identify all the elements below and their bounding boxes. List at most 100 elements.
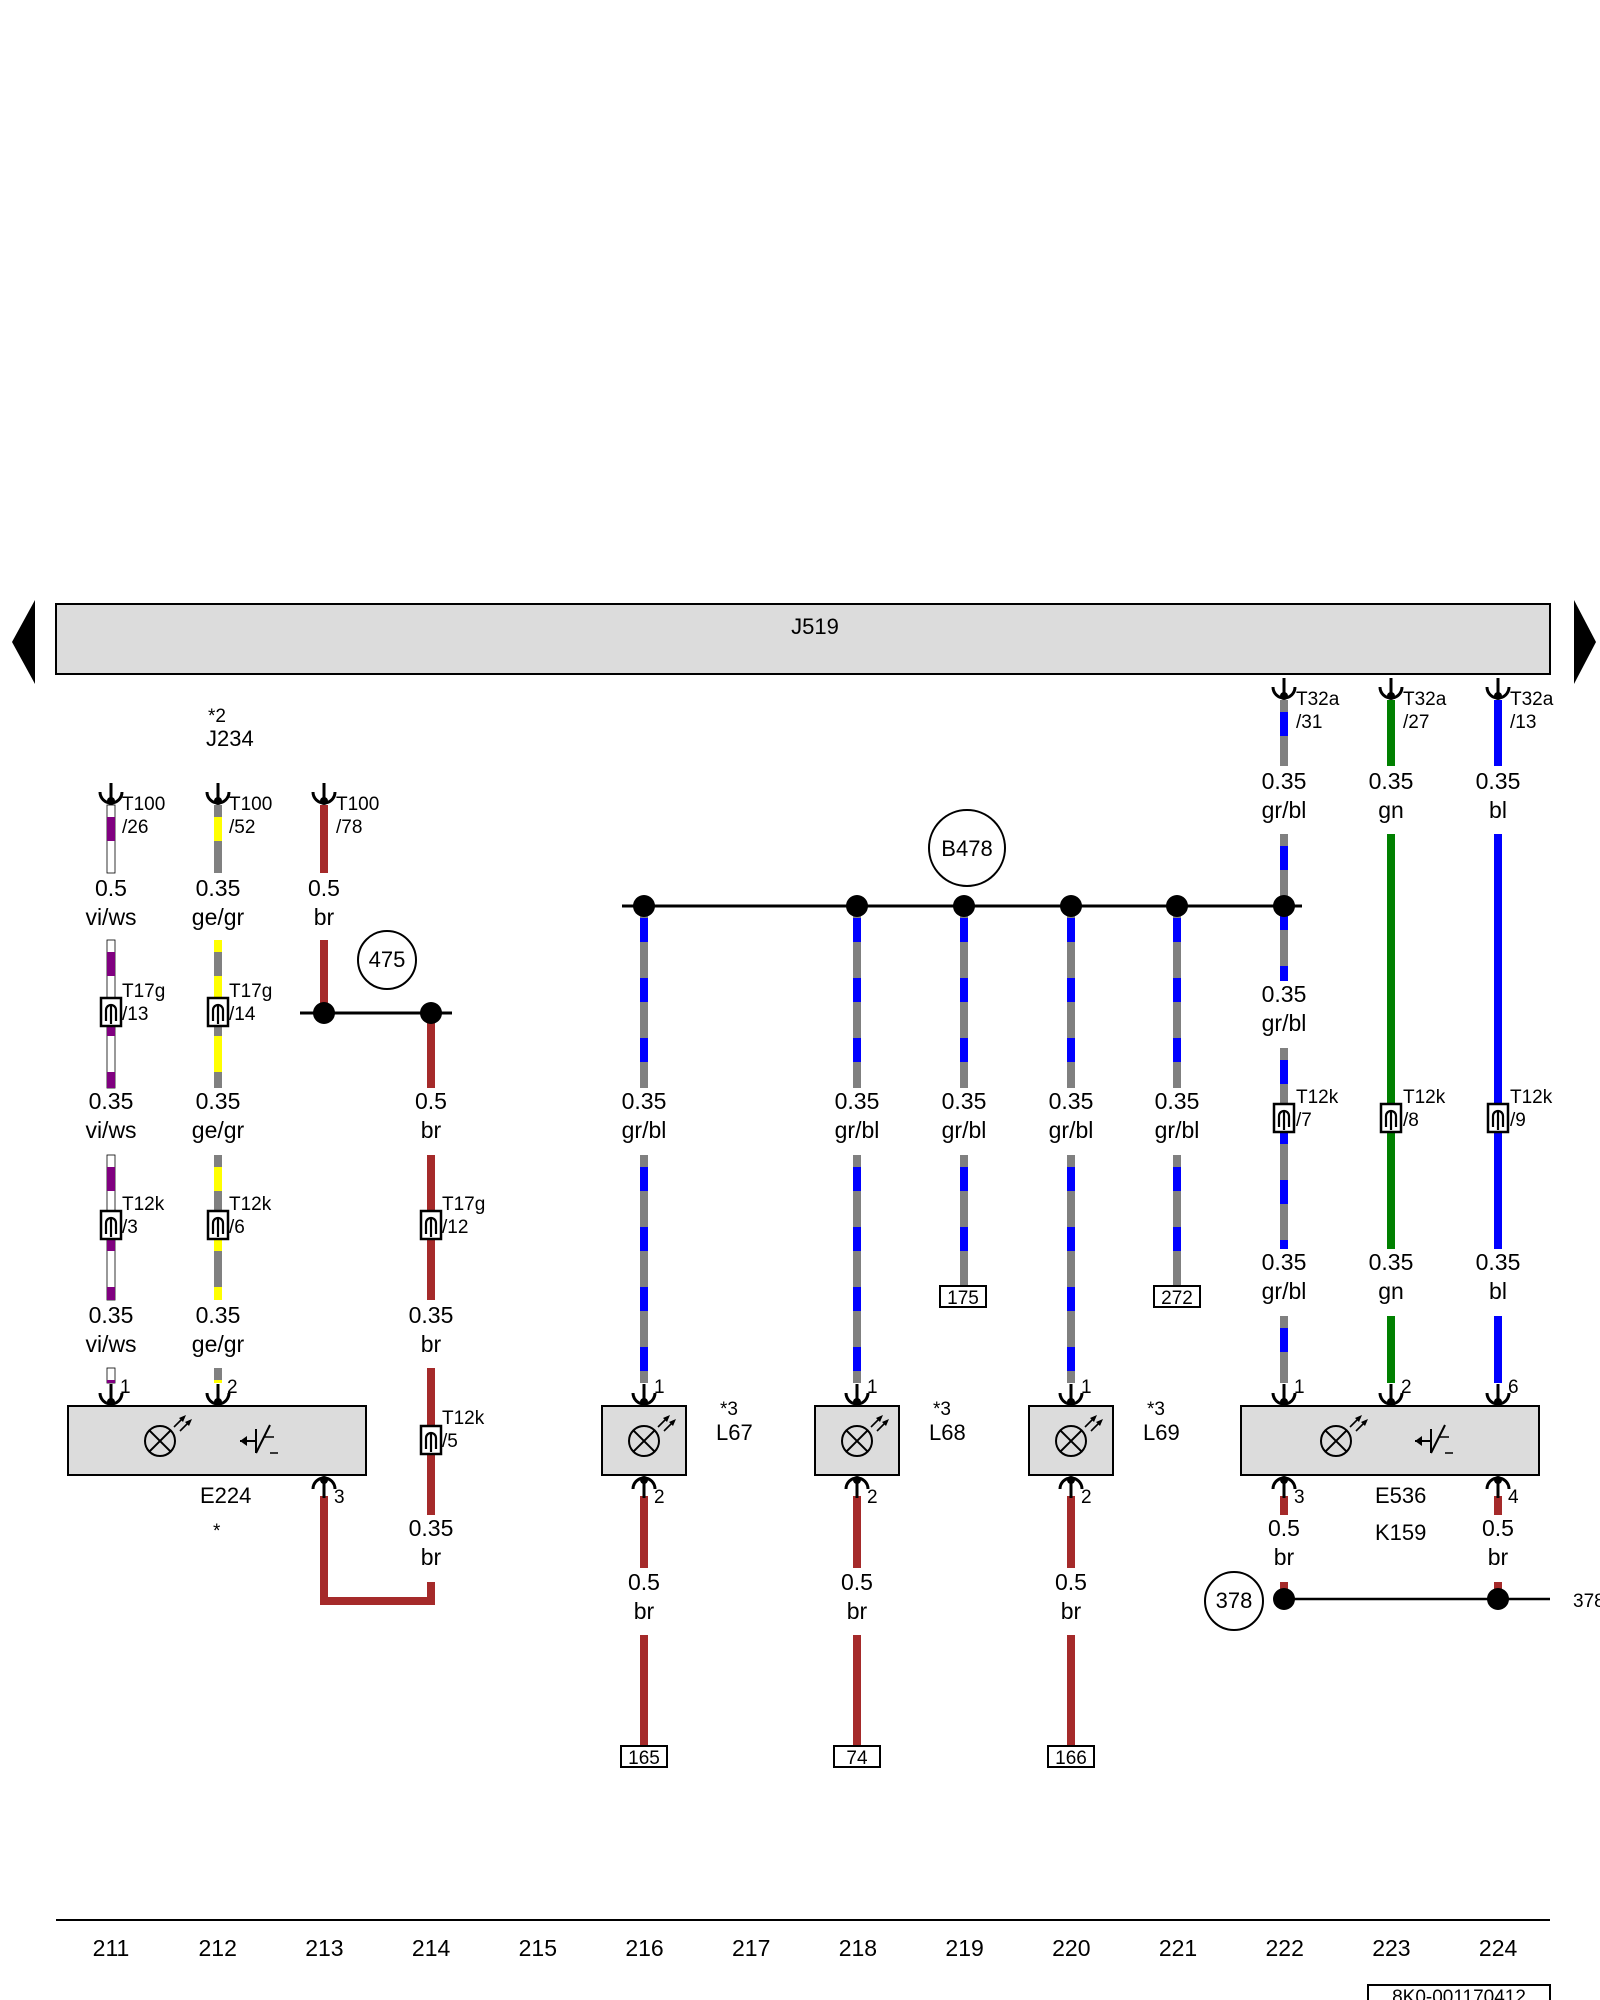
svg-text:0.5: 0.5 [1482, 1515, 1514, 1541]
svg-text:0.35: 0.35 [196, 1088, 241, 1114]
junction-dot [1487, 1588, 1509, 1610]
svg-text:vi/ws: vi/ws [85, 904, 136, 930]
svg-text:br: br [421, 1544, 442, 1570]
previous-page-arrow-icon[interactable] [12, 600, 35, 684]
svg-text:E224: E224 [200, 1483, 251, 1508]
svg-text:T12k: T12k [122, 1194, 165, 1215]
svg-text:br: br [421, 1331, 442, 1357]
svg-text:0.35: 0.35 [1262, 1249, 1307, 1275]
column-number: 223 [1372, 1935, 1410, 1961]
column-number: 213 [305, 1935, 343, 1961]
pin-connector-icon [1271, 1474, 1297, 1500]
pin-connector-icon [631, 1474, 657, 1500]
svg-text:gr/bl: gr/bl [1155, 1117, 1200, 1143]
svg-text:T100: T100 [336, 794, 379, 815]
svg-text:T17g: T17g [122, 981, 165, 1002]
svg-text:2: 2 [227, 1377, 238, 1398]
column-number: 217 [732, 1935, 770, 1961]
inline-connector-icon [419, 1209, 443, 1241]
svg-text:gr/bl: gr/bl [622, 1117, 667, 1143]
svg-text:gr/bl: gr/bl [1262, 1278, 1307, 1304]
next-page-arrow-icon[interactable] [1574, 600, 1596, 684]
svg-text:/14: /14 [229, 1004, 256, 1025]
svg-text:T12k: T12k [442, 1408, 485, 1429]
pin-numbers: 1 2 3 1 2 1 2 1 2 1 2 6 3 4 [120, 1377, 1519, 1508]
svg-text:vi/ws: vi/ws [85, 1117, 136, 1143]
svg-text:T17g: T17g [442, 1194, 485, 1215]
svg-text:B478: B478 [941, 836, 992, 861]
svg-text:*: * [213, 1521, 221, 1542]
svg-text:gr/bl: gr/bl [1049, 1117, 1094, 1143]
svg-text:0.5: 0.5 [841, 1569, 873, 1595]
svg-text:0.35: 0.35 [1049, 1088, 1094, 1114]
svg-text:gr/bl: gr/bl [835, 1117, 880, 1143]
svg-text:br: br [1274, 1544, 1295, 1570]
bus-lines [300, 904, 1550, 1601]
component-labels: *2 J234 E224 * *3 L67 *3 L68 *3 L69 E536… [200, 706, 1426, 1545]
svg-text:/27: /27 [1403, 712, 1429, 733]
inline-connector-icon [99, 996, 123, 1028]
svg-text:0.35: 0.35 [1262, 981, 1307, 1007]
svg-text:ge/gr: ge/gr [192, 904, 245, 930]
ground-b478: B478 [928, 809, 1006, 887]
svg-text:/7: /7 [1296, 1110, 1312, 1131]
svg-text:gr/bl: gr/bl [1262, 797, 1307, 823]
svg-text:1: 1 [1294, 1377, 1305, 1398]
inline-connector-icon [1272, 1102, 1296, 1134]
junction-dot [1273, 895, 1295, 917]
junction-dot [1060, 895, 1082, 917]
svg-text:*3: *3 [720, 1399, 738, 1420]
svg-text:gr/bl: gr/bl [1262, 1010, 1307, 1036]
svg-text:E536: E536 [1375, 1483, 1426, 1508]
pin-connector-icon [1058, 1474, 1084, 1500]
svg-text:/31: /31 [1296, 712, 1322, 733]
reference-boxes: 175 272 165 74 166 378 [620, 1285, 1600, 1769]
svg-text:8K0-001170412: 8K0-001170412 [1392, 1987, 1526, 2000]
junction-dot [1273, 1588, 1295, 1610]
svg-text:T17g: T17g [229, 981, 272, 1002]
svg-text:165: 165 [628, 1748, 660, 1769]
svg-text:0.5: 0.5 [415, 1088, 447, 1114]
svg-text:0.35: 0.35 [196, 1302, 241, 1328]
pin-connector-icon [844, 1382, 870, 1408]
svg-text:378: 378 [1216, 1588, 1253, 1613]
svg-text:2: 2 [1401, 1377, 1412, 1398]
svg-text:vi/ws: vi/ws [85, 1331, 136, 1357]
svg-text:6: 6 [1508, 1377, 1519, 1398]
column-number: 212 [199, 1935, 237, 1961]
svg-text:/5: /5 [442, 1431, 458, 1452]
svg-text:T32a: T32a [1296, 689, 1340, 710]
svg-text:0.35: 0.35 [1262, 768, 1307, 794]
svg-text:0.35: 0.35 [409, 1515, 454, 1541]
svg-text:J234: J234 [206, 726, 254, 751]
pin-connector-icon [205, 781, 231, 807]
svg-text:*3: *3 [933, 1399, 951, 1420]
junction-dots [313, 895, 1509, 1610]
svg-text:L68: L68 [929, 1420, 966, 1445]
column-number: 222 [1266, 1935, 1304, 1961]
pin-connector-icon [1485, 676, 1511, 702]
pin-connector-icon [1058, 1382, 1084, 1408]
svg-text:0.5: 0.5 [1055, 1569, 1087, 1595]
svg-text:br: br [314, 904, 335, 930]
svg-text:ge/gr: ge/gr [192, 1331, 245, 1357]
svg-text:0.35: 0.35 [409, 1302, 454, 1328]
junction-dot [313, 1002, 335, 1024]
svg-text:0.35: 0.35 [196, 875, 241, 901]
column-number: 221 [1159, 1935, 1197, 1961]
svg-text:0.5: 0.5 [628, 1569, 660, 1595]
pin-connector-icon [1271, 1382, 1297, 1408]
pin-connector-icon [1271, 676, 1297, 702]
doc-id-box: 8K0-001170412 [1367, 1984, 1551, 2000]
svg-text:br: br [421, 1117, 442, 1143]
svg-text:0.35: 0.35 [1155, 1088, 1200, 1114]
svg-text:2: 2 [1081, 1487, 1092, 1508]
svg-text:T32a: T32a [1403, 689, 1447, 710]
pin-connector-icon [844, 1474, 870, 1500]
svg-text:br: br [1488, 1544, 1509, 1570]
svg-text:/13: /13 [1510, 712, 1536, 733]
svg-text:br: br [847, 1598, 868, 1624]
svg-text:/6: /6 [229, 1217, 245, 1238]
svg-text:*3: *3 [1147, 1399, 1165, 1420]
